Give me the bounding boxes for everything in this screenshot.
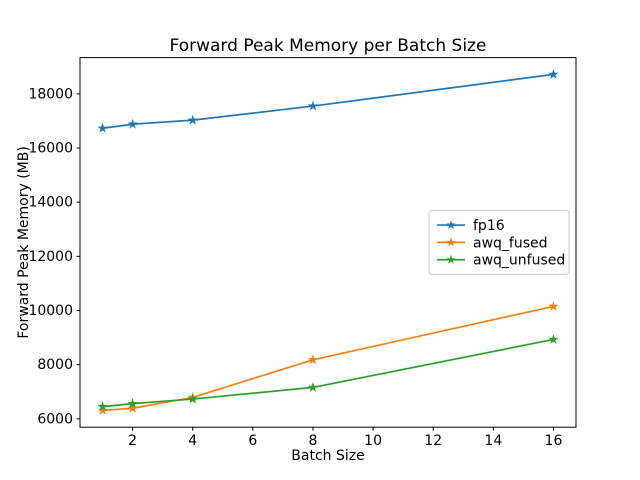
x-tick-label: 8 (309, 433, 318, 449)
x-tick-label: 10 (364, 433, 382, 449)
data-point-fp16 (97, 122, 108, 133)
data-point-fp16 (307, 100, 319, 111)
y-axis-label: Forward Peak Memory (MB) (16, 146, 32, 338)
data-point-awq_fused (548, 300, 559, 311)
data-point-awq_unfused (127, 398, 138, 409)
data-point-awq_unfused (187, 393, 198, 404)
y-tick-label: 16000 (28, 141, 73, 157)
data-point-fp16 (127, 118, 138, 129)
x-axis-ticks: 2 4 6 8 10 12 14 16 (128, 427, 562, 449)
legend-marker-awq_fused (446, 237, 456, 247)
data-point-fp16 (548, 68, 559, 79)
series-line-awq_fused (102, 305, 554, 412)
y-tick-label: 6000 (37, 411, 73, 427)
chart-title: Forward Peak Memory per Batch Size (170, 36, 487, 56)
y-tick-label: 14000 (28, 195, 73, 211)
data-point-awq_unfused (97, 401, 108, 412)
series-line-awq_unfused (102, 338, 554, 408)
x-axis-label: Batch Size (291, 448, 364, 464)
axes-frame (79, 57, 577, 428)
legend-label-awq_fused: awq_fused (473, 235, 548, 251)
x-tick-label: 16 (545, 433, 563, 449)
data-point-awq_fused (307, 354, 319, 365)
y-axis-ticks: 6000 8000 10000 12000 14000 16000 18000 (28, 86, 80, 427)
series-layer (97, 68, 559, 415)
x-tick-label: 14 (484, 433, 502, 449)
data-point-awq_unfused (307, 381, 319, 392)
y-tick-label: 18000 (28, 86, 73, 102)
data-point-awq_unfused (548, 333, 559, 344)
y-tick-label: 8000 (37, 357, 73, 373)
y-tick-label: 10000 (28, 303, 73, 319)
series-line-fp16 (102, 73, 554, 130)
x-tick-label: 4 (188, 433, 197, 449)
x-tick-label: 2 (128, 433, 137, 449)
legend-marker-awq_unfused (446, 254, 456, 264)
x-tick-label: 12 (424, 433, 442, 449)
x-tick-label: 6 (248, 433, 257, 449)
legend-label-awq_unfused: awq_unfused (473, 253, 565, 269)
legend-label-fp16: fp16 (473, 218, 505, 234)
data-point-fp16 (187, 114, 198, 125)
legend-box (428, 209, 570, 275)
data-point-awq_fused (127, 402, 138, 413)
y-tick-label: 12000 (28, 249, 73, 265)
data-point-awq_fused (97, 404, 108, 415)
legend-marker-fp16 (446, 220, 456, 230)
